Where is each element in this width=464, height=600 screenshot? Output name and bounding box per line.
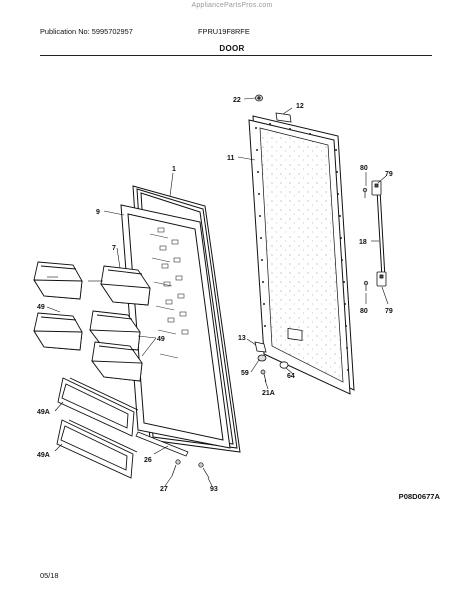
handle-end-cap-bottom — [376, 271, 387, 287]
callout-49A-upper: 49A — [37, 409, 50, 416]
callout-9: 9 — [96, 209, 100, 216]
leader-lines — [46, 97, 389, 487]
hinge-pin — [260, 369, 267, 383]
callout-11: 11 — [227, 155, 235, 162]
model-number: FPRU19F8RFE — [198, 27, 250, 36]
label-plate — [275, 112, 292, 123]
section-title: DOOR — [219, 44, 245, 53]
cap-part — [255, 94, 263, 102]
hinge-washer — [279, 361, 289, 369]
callout-27: 27 — [160, 486, 168, 493]
screw-27 — [171, 459, 181, 477]
callout-13: 13 — [238, 335, 246, 342]
door-bin-7 — [100, 265, 151, 306]
door-bin-49-left — [33, 261, 83, 300]
liner-shelf-guides — [149, 227, 189, 359]
callout-79-bottom: 79 — [385, 308, 393, 315]
callout-80-top: 80 — [360, 165, 368, 172]
callout-80-bottom: 80 — [360, 308, 368, 315]
screw-93 — [198, 462, 210, 479]
publication-number: Publication No: 5995702957 — [40, 27, 133, 36]
callout-49-left: 49 — [37, 304, 45, 311]
door-bin-49A-lower — [56, 419, 138, 479]
door-liner — [120, 204, 231, 449]
callout-7: 7 — [112, 245, 116, 252]
door-bin-49-left-lower — [33, 312, 83, 351]
callout-22: 22 — [233, 97, 241, 104]
handle-screws — [362, 187, 369, 291]
callout-18: 18 — [359, 239, 367, 246]
watermark: AppliancePartsPros.com — [191, 2, 273, 9]
revision-date: 05/18 — [40, 571, 59, 580]
drawing-code: P08D0677A — [398, 492, 440, 501]
door-bin-49-center-lower — [91, 341, 143, 382]
hinge-bracket — [254, 341, 267, 362]
trim-strip — [135, 431, 189, 457]
door-handle — [376, 189, 386, 279]
callout-49A-lower: 49A — [37, 452, 50, 459]
callout-93: 93 — [210, 486, 218, 493]
callout-26: 26 — [144, 457, 152, 464]
callout-59: 59 — [241, 370, 249, 377]
door-panel-screw-holes — [255, 123, 349, 371]
callout-79-top: 79 — [385, 171, 393, 178]
callout-21A: 21A — [262, 390, 275, 397]
door-bin-49A-upper — [57, 377, 139, 437]
header-rule — [40, 55, 432, 56]
callout-12: 12 — [296, 103, 304, 110]
callout-49-right: 49 — [157, 336, 165, 343]
callout-64: 64 — [287, 373, 295, 380]
outer-door-panel — [248, 115, 355, 395]
handle-end-cap-top — [371, 180, 382, 196]
callout-1: 1 — [172, 166, 176, 173]
